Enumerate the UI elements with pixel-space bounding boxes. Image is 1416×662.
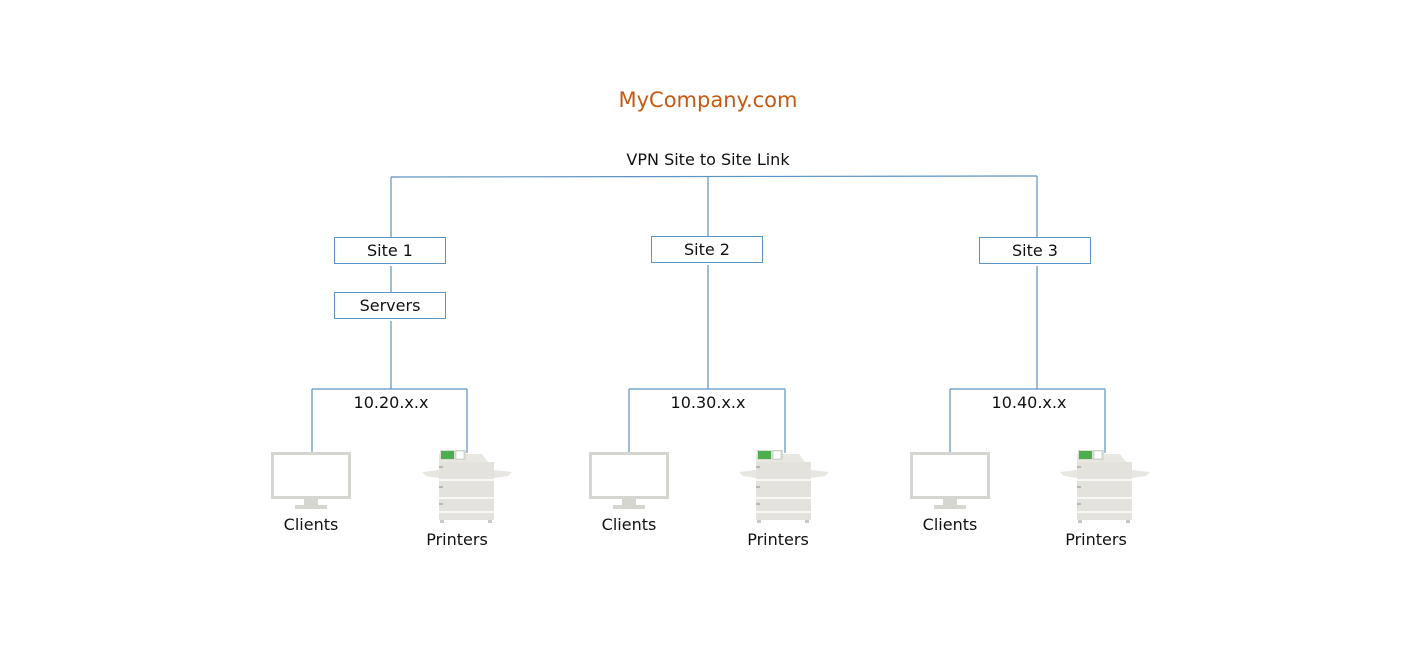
servers-box: Servers [334,292,446,319]
monitor-icon [271,452,351,511]
vpn-backbone-line [390,175,1038,178]
printers-label: Printers [426,530,488,549]
printer-icon [1059,449,1151,524]
site-1-box: Site 1 [334,237,446,264]
clients-label: Clients [601,515,657,534]
vpn-link-label: VPN Site to Site Link [626,150,790,169]
monitor-icon [589,452,669,511]
printers-label: Printers [747,530,809,549]
printers-label: Printers [1065,530,1127,549]
diagram-title: MyCompany.com [618,88,798,112]
printer-icon [421,449,513,524]
monitor-icon [910,452,990,511]
printer-icon [738,449,830,524]
subnet-2-label: 10.30.x.x [670,393,746,412]
subnet-1-label: 10.20.x.x [353,393,429,412]
clients-label: Clients [283,515,339,534]
subnet-3-label: 10.40.x.x [991,393,1067,412]
site-2-box: Site 2 [651,236,763,263]
site-3-box: Site 3 [979,237,1091,264]
clients-label: Clients [922,515,978,534]
